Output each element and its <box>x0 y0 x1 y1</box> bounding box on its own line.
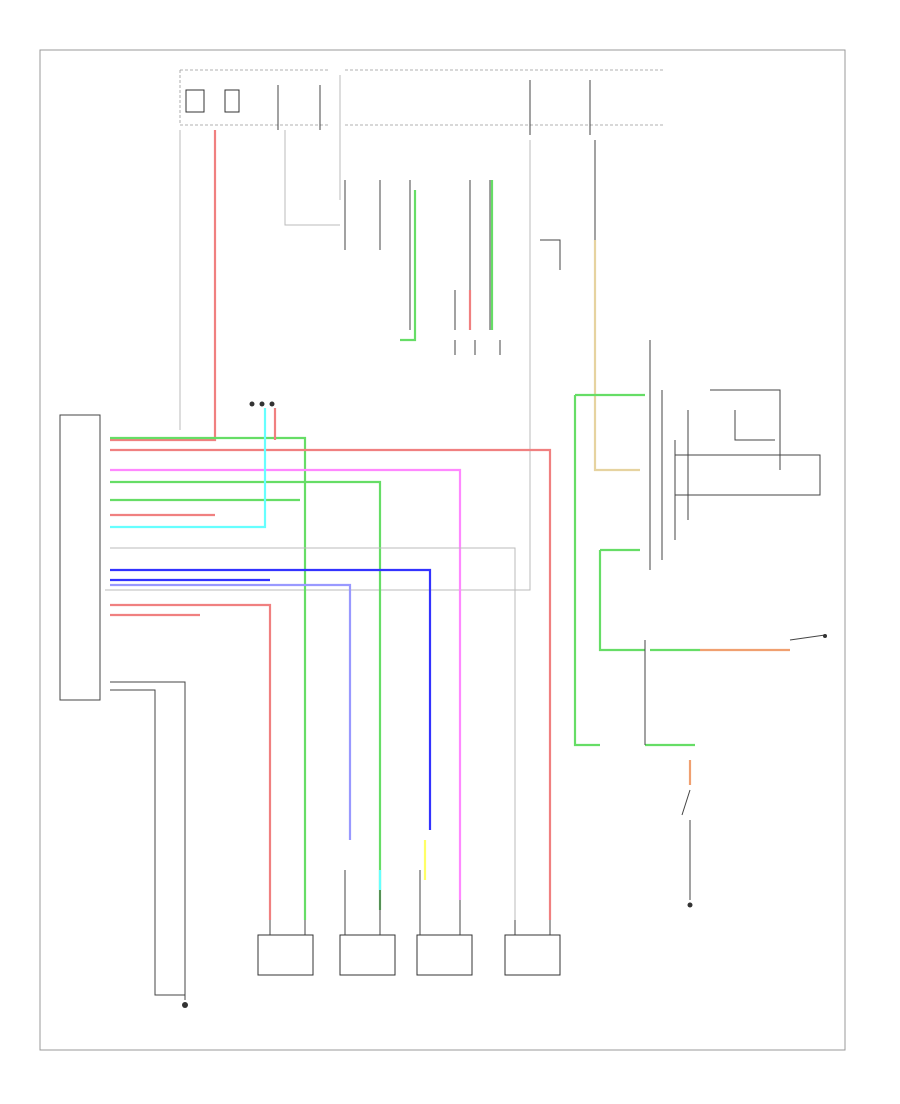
sensor-front-left <box>339 934 396 976</box>
junction-connector <box>249 401 275 407</box>
sensor-rear-left <box>416 934 473 976</box>
sensor-rear-right <box>504 934 561 976</box>
gauge-cluster <box>649 340 821 570</box>
abs-module <box>59 414 101 701</box>
diagram-frame <box>39 49 846 1051</box>
ground-point <box>182 1002 188 1008</box>
fuse-box-left <box>179 69 330 130</box>
fuse-box-right <box>345 69 665 135</box>
parking-brake-switch <box>789 634 827 641</box>
brake-switch <box>681 789 693 908</box>
dlc-connector <box>454 340 501 355</box>
sensor-front-right <box>257 934 314 976</box>
